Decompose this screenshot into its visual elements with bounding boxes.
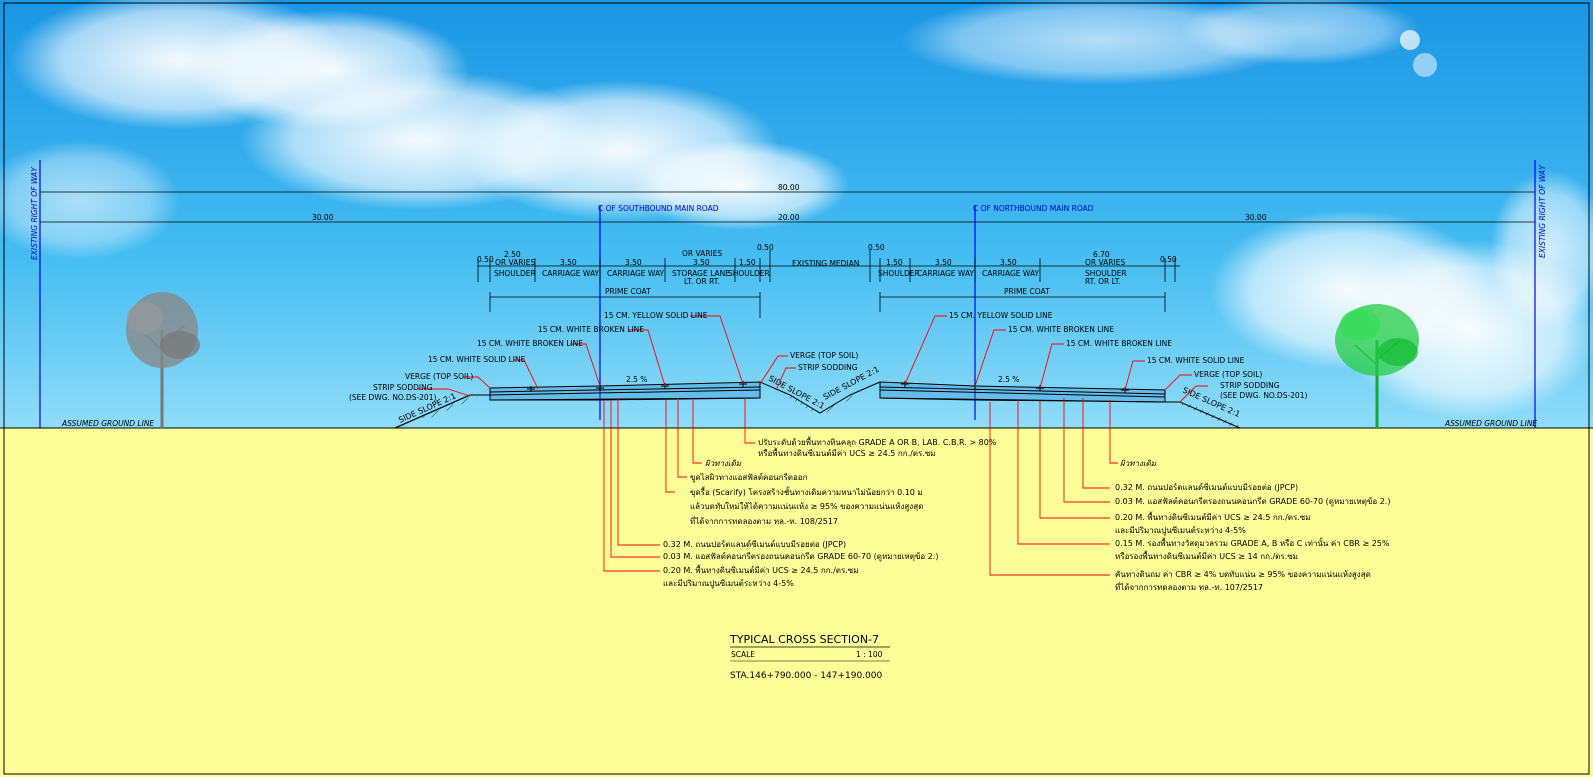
dim-050d: 0.50 (1160, 255, 1177, 264)
dim-350d: 3.50 (935, 258, 952, 267)
hatch-median-left (786, 395, 820, 413)
lbl-carriage-1: CARRIAGE WAY (542, 269, 599, 278)
callout-left-yellow: 15 CM. YELLOW SOLID LINE (604, 311, 708, 320)
note-left-6: 0.32 M. ถนนปอร์ตแลนด์ซีเมนต์แบบมีรอยต่อ … (663, 539, 846, 549)
prime-coat-dims (489, 292, 1166, 318)
slope-pct-left: 2.5 % (626, 375, 647, 384)
cl-label-northbound: C OF NORTHBOUND MAIN ROAD (973, 204, 1094, 213)
tree-gray-icon (126, 292, 200, 428)
callout-right-broken-1: 15 CM. WHITE BROKEN LINE (1008, 325, 1114, 334)
dim-or-varies-right: OR VARIES (1085, 258, 1125, 267)
scale-value: 1 : 100 (856, 650, 883, 659)
callout-median-verge: VERGE (TOP SOIL) (790, 351, 858, 360)
dim-or-varies-left: OR VARIES (495, 258, 535, 267)
note-right-9: ที่ได้จากการทดลองตาม ทล.-ท. 107/2517 (1115, 581, 1263, 592)
road-profile (394, 381, 1241, 429)
station: STA.146+790.000 - 147+190.000 (730, 671, 882, 681)
note-right-1: ผิวทางเดิม (1120, 459, 1157, 468)
dim-total: 80.00 (778, 183, 800, 192)
dim-150a: 1.50 (739, 258, 756, 267)
dim-250: 2.50 (504, 250, 521, 259)
note-right-7: หรือรองพื้นทางดินซีเมนต์มีค่า UCS ≥ 14 ก… (1115, 550, 1298, 561)
note-left-7: 0.03 M. แอสฟัลต์คอนกรีตรองถนนคอนกรีต GRA… (663, 551, 938, 562)
dim-350c: 3.50 (693, 258, 710, 267)
dim-050a: 0.50 (477, 255, 494, 264)
ground-fill (0, 428, 1593, 777)
callout-left-solid: 15 CM. WHITE SOLID LINE (428, 355, 526, 364)
callout-right-solid: 15 CM. WHITE SOLID LINE (1147, 356, 1245, 365)
note-left-5: ที่ได้จากการทดลองตาม ทล.-ท. 108/2517 (690, 515, 838, 526)
lbl-shoulder-mid-left: SHOULDER (728, 269, 770, 278)
lbl-shoulder-mid-right: SHOULDER (878, 269, 920, 278)
hatch-left-slope (420, 397, 478, 418)
note-center-2: หรือพื้นทางดินซีเมนต์มีค่า UCS ≥ 24.5 กก… (758, 447, 936, 458)
callout-left-verge: VERGE (TOP SOIL) (405, 372, 473, 381)
tree-green-icon (1335, 304, 1419, 428)
lane-dimension-row (477, 250, 1180, 282)
note-left-4: แล้วบดทับใหม่ให้ได้ความแน่นแห้ง ≥ 95% ขอ… (690, 502, 923, 512)
clouds (0, 0, 1593, 420)
leader-lines (418, 315, 1208, 576)
note-left-8: 0.20 M. พื้นทางดินซีเมนต์มีค่า UCS ≥ 24.… (663, 564, 859, 575)
lbl-shoulder-right-1: SHOULDER (1085, 269, 1127, 278)
lbl-existing-median: EXISTING MEDIAN (792, 259, 859, 268)
note-right-2: 0.32 M. ถนนปอร์ตแลนด์ซีเมนต์แบบมีรอยต่อ … (1115, 482, 1298, 492)
scale-label: SCALE (731, 650, 755, 659)
note-left-9: และมีปริมาณปูนซีเมนต์ระหว่าง 4-5% (663, 578, 794, 589)
dim-350a: 3.50 (560, 258, 577, 267)
row-label-right: EXISTING RIGHT OF WAY (1538, 164, 1547, 258)
lbl-shoulder-left: SHOULDER (494, 269, 536, 278)
dim-or-varies-mid: OR VARIES (682, 249, 722, 258)
lbl-carriage-2: CARRIAGE WAY (607, 269, 664, 278)
dim-350e: 3.50 (1000, 258, 1017, 267)
hatch-median-right (820, 395, 856, 413)
note-right-5: และมีปริมาณปูนซีเมนต์ระหว่าง 4-5% (1115, 525, 1246, 536)
note-right-6: 0.15 M. รองพื้นทางวัสดุมวลรวม GRADE A, B… (1115, 537, 1390, 548)
lbl-shoulder-right-2: RT. OR LT. (1085, 277, 1121, 286)
note-left-3: ขุดรื้อ (Scarify) โครงสร้างชั้นทางเดิมคว… (690, 486, 923, 497)
callout-left-dwg: (SEE DWG. NO.DS-201) (349, 393, 436, 402)
dim-150b: 1.50 (886, 258, 903, 267)
hatch-right-slope (1180, 404, 1240, 426)
callout-right-sodding: STRIP SODDING (1220, 381, 1280, 390)
callout-left-broken-2: 15 CM. WHITE BROKEN LINE (477, 339, 583, 348)
note-right-8: คันทางดินถม ค่า CBR ≥ 4% บดทับแน่น ≥ 95%… (1115, 570, 1371, 580)
callout-left-broken-1: 15 CM. WHITE BROKEN LINE (538, 325, 644, 334)
prime-coat-left: PRIME COAT (605, 287, 651, 296)
ground-label-left: ASSUMED GROUND LINE (61, 419, 154, 428)
note-left-2: ขูดไสผิวทางแอสฟัลต์คอนกรีตออก (690, 472, 808, 483)
note-center-1: ปรับระดับด้วยพื้นทางหินคลุก GRADE A OR B… (758, 436, 997, 447)
dim-left-row: 30.00 (312, 213, 334, 222)
dim-350b: 3.50 (625, 258, 642, 267)
dim-670: 6.70 (1093, 250, 1110, 259)
dim-middle-row: 20.00 (778, 213, 800, 222)
dim-050c: 0.50 (868, 243, 885, 252)
note-right-3: 0.03 M. แอสฟัลต์คอนกรีตรองถนนคอนกรีต GRA… (1115, 496, 1390, 507)
lbl-storage-1: STORAGE LANE (672, 269, 730, 278)
note-right-4: 0.20 M. พื้นทางดินซีเมนต์มีค่า UCS ≥ 24.… (1115, 511, 1311, 522)
title: TYPICAL CROSS SECTION-7 (729, 633, 879, 646)
callout-right-broken-2: 15 CM. WHITE BROKEN LINE (1066, 339, 1172, 348)
prime-coat-right: PRIME COAT (1004, 287, 1050, 296)
title-block: TYPICAL CROSS SECTION-7 SCALE 1 : 100 ST… (729, 633, 890, 681)
dim-050b: 0.50 (757, 243, 774, 252)
slope-pct-right: 2.5 % (998, 375, 1019, 384)
lbl-carriage-3: CARRIAGE WAY (917, 269, 974, 278)
cl-label-southbound: C OF SOUTHBOUND MAIN ROAD (598, 204, 719, 213)
row-label-left: EXISTING RIGHT OF WAY (30, 166, 39, 260)
callout-right-verge: VERGE (TOP SOIL) (1194, 370, 1262, 379)
dim-right-row: 30.00 (1245, 213, 1267, 222)
callout-right-dwg: (SEE DWG. NO.DS-201) (1220, 391, 1307, 400)
callout-median-sodding: STRIP SODDING (798, 363, 858, 372)
lbl-storage-2: LT. OR RT. (684, 277, 720, 286)
note-left-1: ผิวทางเดิม (705, 459, 742, 468)
callout-left-sodding: STRIP SODDING (373, 383, 433, 392)
ground-label-right: ASSUMED GROUND LINE (1444, 419, 1537, 428)
callout-right-yellow: 15 CM. YELLOW SOLID LINE (949, 311, 1053, 320)
lbl-carriage-4: CARRIAGE WAY (982, 269, 1039, 278)
